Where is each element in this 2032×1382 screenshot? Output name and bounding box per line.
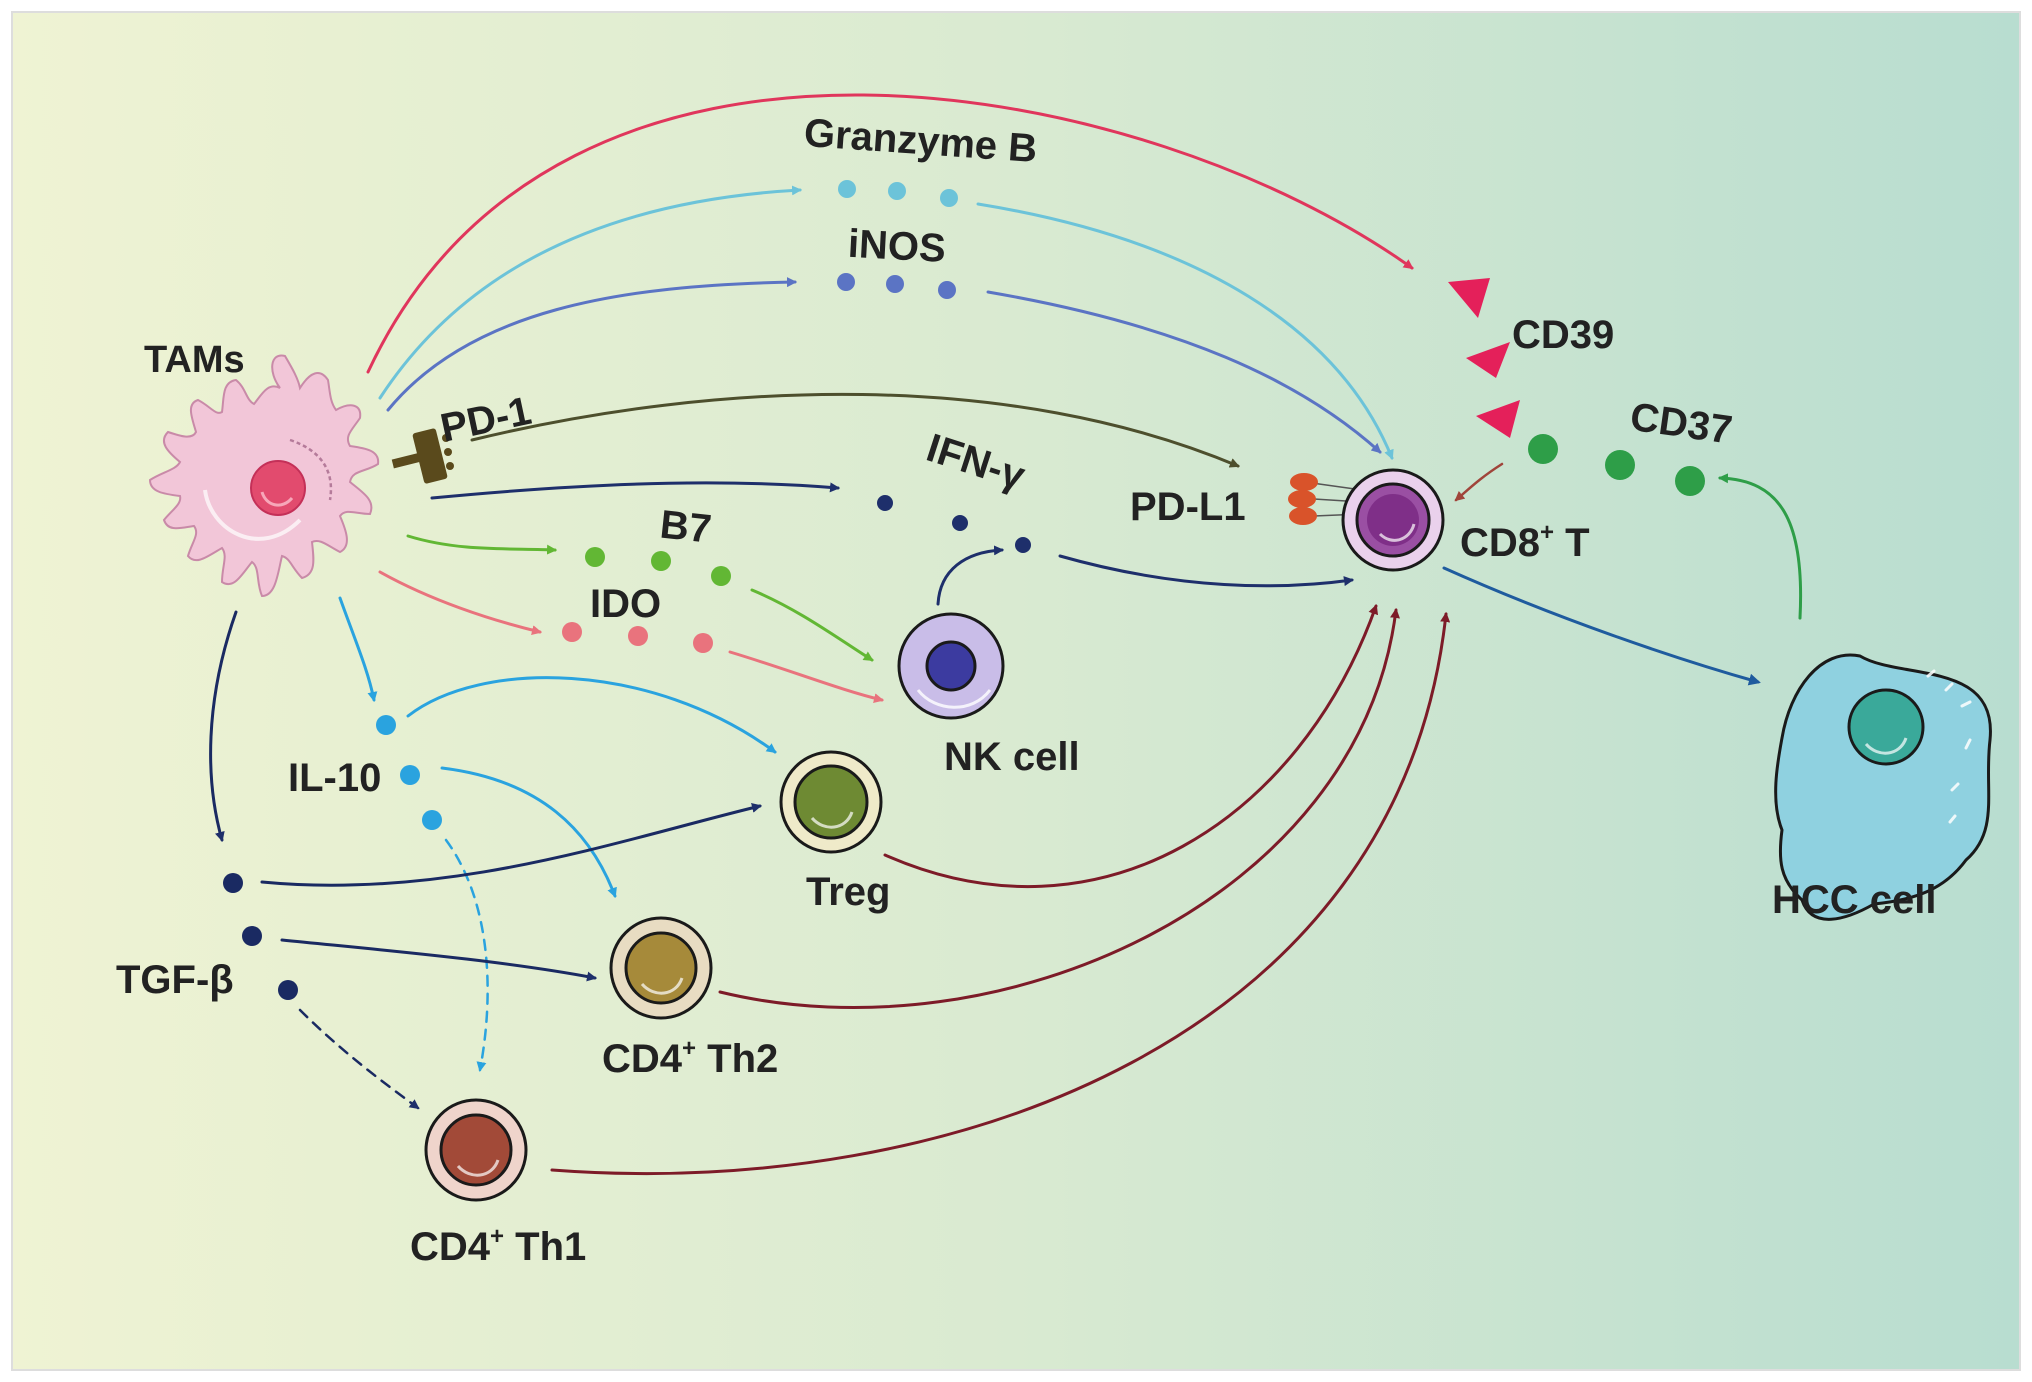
pd1-receptor-icon: [391, 428, 454, 484]
arrows: [209, 93, 1803, 1176]
tam-to-granzyme-arrow: [378, 185, 802, 400]
pd1-to-pdl1-arrow: [470, 392, 1240, 468]
il10-to-treg-arrow: [406, 676, 777, 754]
ido-dots: [562, 622, 713, 653]
cd8-t-label: CD8+ T: [1460, 519, 1590, 565]
cd8-t-label-sup: +: [1540, 519, 1554, 546]
granzyme-dots: [838, 180, 958, 207]
cd4-th1-label-suffix: Th1: [504, 1225, 586, 1269]
tams-label: TAMs: [144, 339, 245, 381]
inos-dots: [837, 273, 956, 299]
tam-to-il10-arrow: [338, 596, 378, 702]
th1-to-cd8-arrow: [550, 612, 1451, 1176]
cd4-th2-label-suffix: Th2: [696, 1037, 778, 1081]
cd4-th2-label: CD4+ Th2: [602, 1035, 778, 1081]
cd8-t-label-main: CD8: [1460, 521, 1540, 565]
treg-label: Treg: [806, 870, 890, 914]
th2-to-cd8-arrow: [718, 608, 1400, 1010]
il10-label: IL-10: [288, 756, 381, 800]
cd4-th1-label-main: CD4: [410, 1225, 491, 1269]
th2-cell-icon: [609, 916, 713, 1020]
ido-to-nk-arrow: [728, 650, 884, 704]
nk-cell-label: NK cell: [944, 735, 1080, 779]
b7-label: B7: [658, 503, 713, 552]
cd4-th1-label-sup: +: [490, 1223, 504, 1250]
tam-to-cd39-arrow: [366, 93, 1414, 374]
tam-to-ido-arrow: [378, 570, 542, 635]
cd8-t-label-suffix: T: [1554, 521, 1590, 565]
tgf-dots: [223, 873, 298, 1000]
cd4-th1-label: CD4+ Th1: [410, 1223, 586, 1269]
il10-dots: [376, 715, 442, 830]
ifn-to-cd8-arrow: [1058, 554, 1354, 588]
tam-to-b7-arrow: [406, 534, 557, 555]
il10-to-th1-arrow: [444, 838, 489, 1072]
inos-label: iNOS: [847, 222, 947, 271]
cd39-triangles: [1448, 278, 1520, 438]
b7-to-nk-arrow: [750, 588, 874, 662]
tam-to-ifn-arrow: [430, 481, 840, 500]
cd4-th2-label-main: CD4: [602, 1037, 683, 1081]
cd39-label: CD39: [1512, 313, 1614, 357]
tgf-to-th2-arrow: [280, 938, 597, 982]
cd37-dots: [1528, 434, 1705, 496]
cd8-to-hcc-arrow: [1442, 566, 1761, 686]
th1-cell-icon: [424, 1098, 528, 1202]
hcc-cell-icon: [1774, 653, 1992, 921]
tam-cell-icon: [148, 354, 380, 598]
nk-cell-icon: [897, 612, 1005, 720]
b7-dots: [585, 547, 731, 586]
hcc-to-cd37-arrow: [1718, 473, 1803, 620]
tam-to-tgf-arrow: [209, 610, 238, 842]
hcc-cell-label: HCC cell: [1772, 878, 1937, 922]
tgf-beta-label: TGF-β: [116, 958, 234, 1002]
cd4-th2-label-sup: +: [682, 1035, 696, 1062]
treg-cell-icon: [779, 750, 883, 854]
cd8-t-cell-icon: [1341, 468, 1445, 572]
tgf-to-th1-arrow: [298, 1008, 420, 1110]
il10-to-th2-arrow: [440, 766, 617, 898]
tgf-to-treg-arrow: [260, 803, 762, 887]
ido-label: IDO: [590, 582, 661, 626]
cd37-to-cd8-arrow: [1454, 462, 1504, 502]
ifn-dots: [877, 495, 1031, 553]
inos-to-cd8-arrow: [986, 290, 1382, 454]
treg-to-cd8-arrow: [883, 604, 1379, 889]
tam-to-inos-arrow: [386, 277, 797, 412]
nk-to-ifn-arrow: [936, 545, 1004, 606]
granzyme-to-cd8-arrow: [976, 202, 1394, 460]
pdl1-label: PD-L1: [1130, 485, 1246, 529]
background-panel: [11, 11, 2021, 1371]
